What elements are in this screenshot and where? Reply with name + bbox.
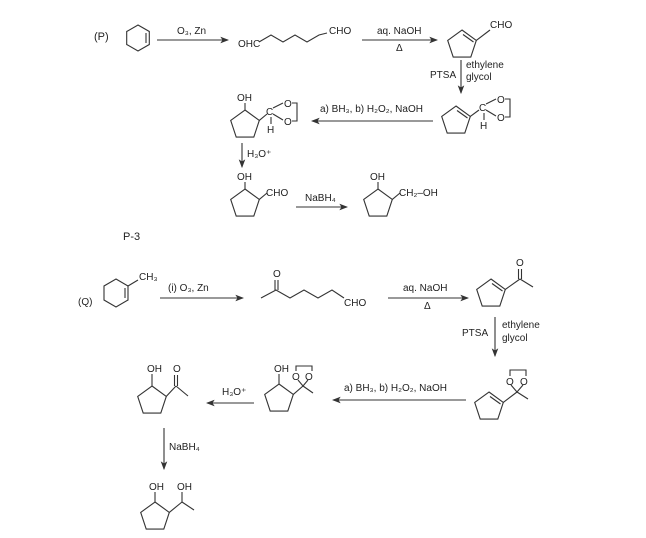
cho-label: CHO [344,298,366,309]
scheme-q-label: (Q) [78,297,92,308]
methylcyclohexene: CH₃ [103,272,158,308]
carbon-label: C [266,107,273,118]
oh-label: OH [370,172,385,183]
cho-label: CHO [266,188,288,199]
oxygen-label: O [173,364,181,375]
hydroxy-ketone: OH O [137,364,189,414]
oh-label: OH [149,482,164,493]
reagent-p6: NaBH₄ [305,193,336,204]
oxygen-label: O [305,372,313,383]
oh-label: OH [274,364,289,375]
ohc-label: OHC [238,39,260,50]
catalyst-q3: PTSA [462,328,488,339]
scheme-p-label: (P) [94,31,109,43]
cho-label: CHO [329,26,351,37]
oxygen-label: O [284,99,292,110]
oxygen-label: O [292,372,300,383]
hydroxy-aldehyde: OH CHO [230,172,288,217]
reagent-q3-line2: glycol [502,333,528,344]
oxygen-label: O [497,113,505,124]
acetal-alkene: C H O O [441,95,511,134]
carbon-label: C [479,103,486,114]
reagent-p2: aq. NaOH [377,26,421,37]
oxygen-label: O [284,117,292,128]
scheme-q: (Q) CH₃ (i) O₃, Zn O CHO aq. NaOH Δ O [78,258,540,530]
reagent-p1: O₃, Zn [177,26,206,37]
diol-q: OH OH [140,482,195,530]
acetylcyclopentene: O [476,258,534,307]
catalyst-p3: PTSA [430,70,456,81]
ch3-label: CH₃ [139,272,158,283]
reagent-q5: H₃O⁺ [222,387,246,398]
oxygen-label: O [520,377,528,388]
reagent-q6: NaBH₄ [169,442,200,453]
reagent-q4: a) BH₃, b) H₂O₂, NaOH [344,383,447,394]
ch2oh-label: CH₂–OH [399,188,438,199]
condition-p2: Δ [396,43,403,54]
oh-label: OH [147,364,162,375]
oxygen-label: O [497,95,505,106]
oxygen-label: O [516,258,524,269]
hydroxy-ketal: OH O O [264,364,314,412]
oxygen-label: O [506,377,514,388]
oh-label: OH [237,93,252,104]
section-label: P-3 [123,231,140,243]
hydroxy-acetal: OH C H O O [230,93,298,138]
reagent-q3-line1: ethylene [502,320,540,331]
scheme-p: (P) O₃, Zn OHC CHO aq. NaOH Δ CHO PTSA e… [94,20,512,217]
reagent-p3-line2: glycol [466,72,492,83]
oh-label: OH [237,172,252,183]
reagent-p3-line1: ethylene [466,60,504,71]
oh-label: OH [177,482,192,493]
cyclohexene-p [126,24,150,52]
oxygen-label: O [273,269,281,280]
condition-q2: Δ [424,301,431,312]
reagent-q2: aq. NaOH [403,283,447,294]
ketoaldehyde: O CHO [260,269,366,309]
reagent-q1: (i) O₃, Zn [168,283,209,294]
hydrogen-label: H [267,125,274,136]
dialdehyde: OHC CHO [238,26,351,50]
cho-label: CHO [490,20,512,31]
hydrogen-label: H [480,121,487,132]
cyclopentene-carbaldehyde: CHO [447,20,512,58]
reagent-p4: a) BH₃, b) H₂O₂, NaOH [320,104,423,115]
diol-p: OH CH₂–OH [363,172,438,217]
reagent-p5: H₃O⁺ [247,149,271,160]
ketal-alkene: O O [474,369,529,420]
